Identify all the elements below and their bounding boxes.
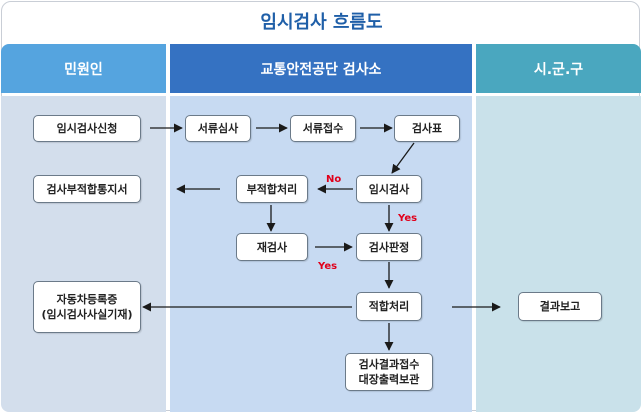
node-registration-line1: 자동차등록증: [56, 293, 118, 306]
node-doc-receipt: 서류접수: [290, 115, 356, 142]
node-archive-line1: 검사결과접수: [358, 358, 420, 371]
lane-body-municipality: [476, 96, 641, 412]
arrow-sheet-to-temp-inspection: [391, 142, 415, 174]
lane-header-inspection-center: 교통안전공단 검사소: [170, 44, 472, 93]
diagram-title: 임시검사 흐름도: [260, 12, 383, 33]
lane-header-municipality: 시.군.구: [476, 44, 641, 93]
lane-header-citizen: 민원인: [1, 44, 166, 93]
node-fit: 적합처리: [356, 292, 422, 321]
node-archive-line2: 대장출력보관: [358, 373, 420, 386]
node-unfit: 부적합처리: [236, 175, 308, 203]
lane-header-municipality-label: 시.군.구: [533, 61, 584, 78]
node-reinspection: 재검사: [236, 233, 308, 261]
node-judgement: 검사판정: [356, 233, 422, 261]
node-inspection-sheet: 검사표: [394, 115, 460, 142]
node-report: 결과보고: [518, 292, 602, 321]
edge-label-no: No: [326, 174, 342, 185]
node-doc-review: 서류심사: [185, 115, 251, 142]
node-notice: 검사부적합통지서: [33, 175, 141, 203]
node-archive: 검사결과접수 대장출력보관: [345, 353, 433, 391]
edge-label-yes-right: Yes: [318, 261, 338, 272]
node-registration-line2: (임시검사사실기재): [41, 308, 133, 321]
lane-body-citizen: [1, 96, 166, 412]
node-apply: 임시검사신청: [33, 115, 141, 142]
edge-label-yes-down: Yes: [398, 213, 418, 224]
node-temp-inspection: 임시검사: [356, 175, 422, 203]
node-registration: 자동차등록증 (임시검사사실기재): [33, 281, 141, 333]
lane-header-inspection-center-label: 교통안전공단 검사소: [260, 61, 382, 78]
lane-header-citizen-label: 민원인: [64, 61, 103, 78]
